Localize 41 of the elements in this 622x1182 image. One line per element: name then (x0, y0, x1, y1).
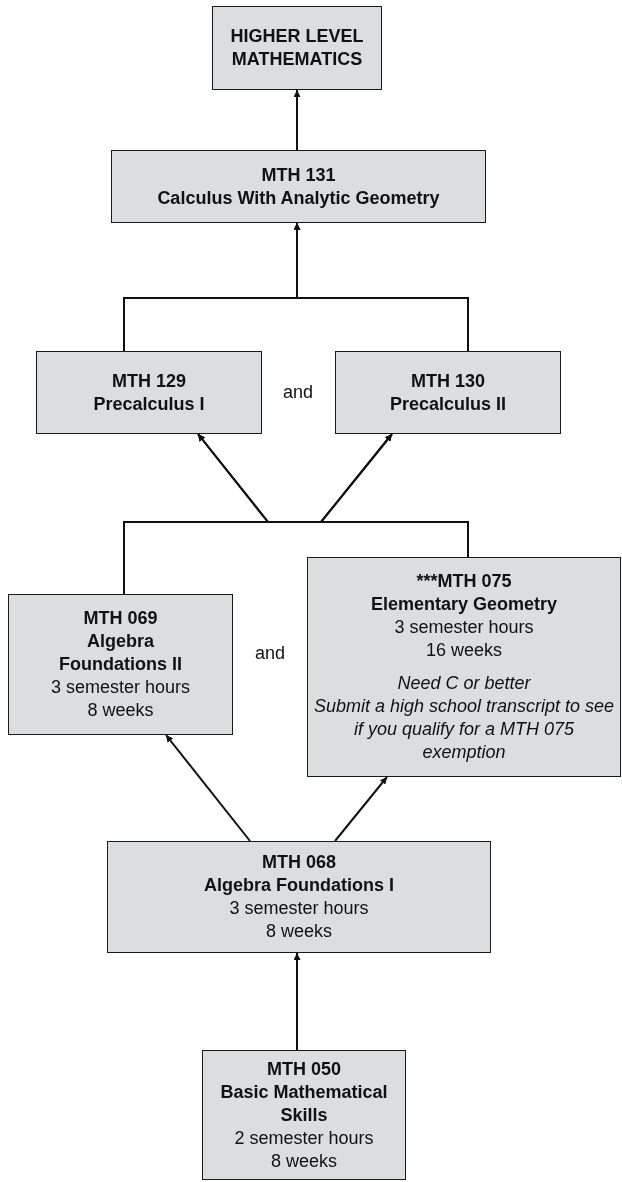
course-detail: 3 semester hours (50, 676, 191, 699)
arrow (318, 433, 469, 558)
arrow (293, 222, 469, 352)
course-title: Calculus With Analytic Geometry (157, 186, 440, 210)
course-title: Algebra Foundations I (204, 874, 394, 897)
course-code: MTH 130 (411, 369, 485, 393)
course-box (202, 1050, 406, 1180)
arrow (165, 734, 251, 842)
course-box (212, 6, 382, 90)
course-note: Need C or better (397, 672, 531, 695)
course-code: MTH 050 (267, 1057, 341, 1081)
course-detail: 8 weeks (87, 699, 154, 722)
course-code: ***MTH 075 (416, 570, 512, 593)
course-code: MTH 069 (83, 607, 158, 630)
arrow (293, 952, 301, 1051)
course-title: Precalculus I (93, 392, 205, 416)
course-detail: 3 semester hours (394, 616, 534, 639)
course-detail: 16 weeks (425, 639, 502, 662)
course-box (107, 841, 491, 953)
course-box (111, 150, 486, 223)
course-code: MTH 129 (112, 369, 186, 393)
course-detail: 8 weeks (270, 1149, 337, 1173)
course-note: Submit a high school transcript to see if you qualify for a MTH 075 exemption (312, 695, 616, 764)
course-title: Basic Mathematical Skills (219, 1080, 389, 1127)
arrow (293, 89, 301, 151)
course-title: Precalculus II (389, 392, 507, 416)
connector-word: and (255, 642, 285, 664)
course-detail: 3 semester hours (229, 897, 369, 920)
course-detail: 2 semester hours (234, 1126, 374, 1150)
course-box (8, 594, 233, 735)
course-detail: 8 weeks (265, 920, 332, 943)
course-title: Elementary Geometry (370, 593, 558, 616)
course-box (307, 557, 621, 777)
course-title: Algebra Foundations II (58, 630, 183, 676)
course-code: HIGHER LEVEL MATHEMATICS (229, 25, 365, 71)
arrow (334, 776, 388, 842)
course-code: MTH 068 (262, 851, 336, 874)
connector-word: and (283, 381, 313, 403)
course-code: MTH 131 (261, 163, 336, 187)
course-box (36, 351, 262, 434)
course-box (335, 351, 561, 434)
